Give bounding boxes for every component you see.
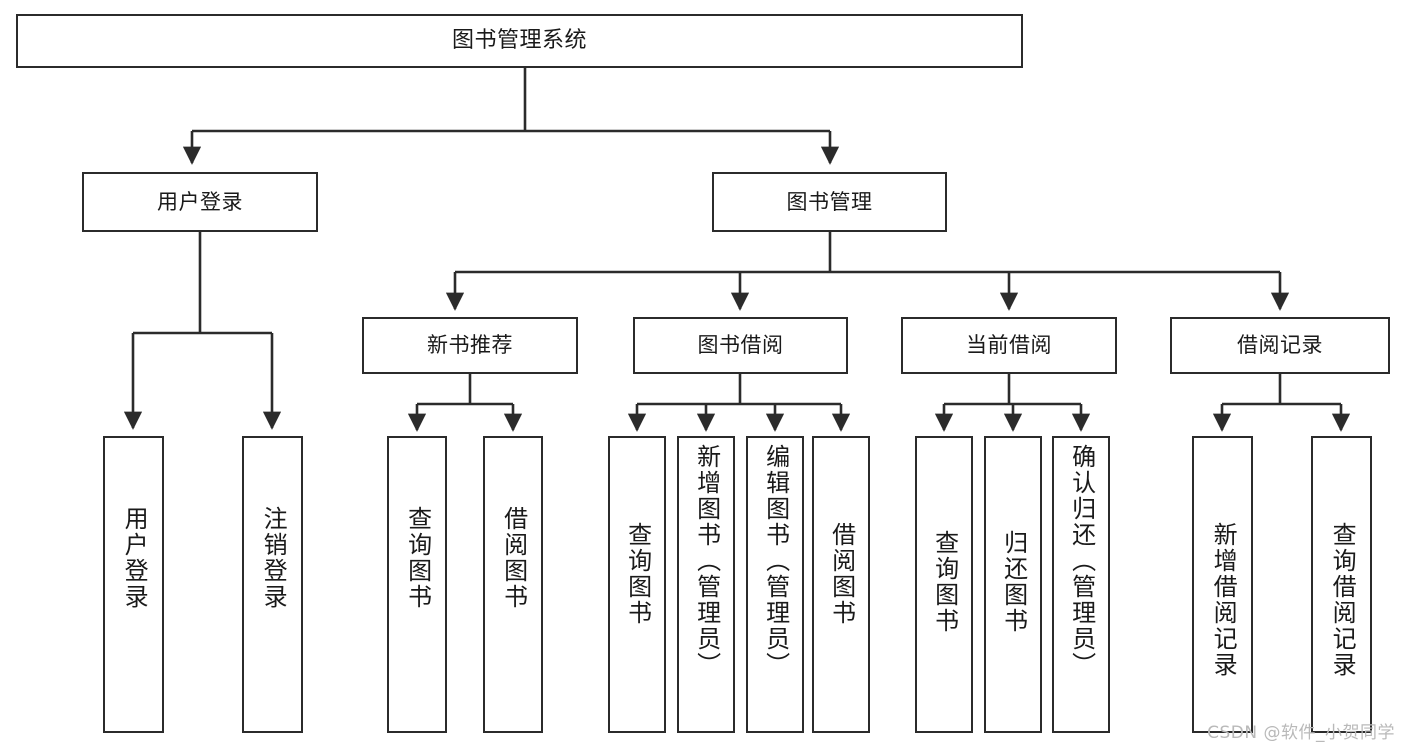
node-book-management[interactable]: 图书管理 xyxy=(712,172,947,232)
leaf-query-book-newbook-label: 查询图书 xyxy=(403,506,432,610)
node-book-borrow-label: 图书借阅 xyxy=(697,333,784,357)
leaf-add-book[interactable]: 新增图书（管理员） xyxy=(677,436,735,733)
leaf-query-current-book[interactable]: 查询图书 xyxy=(915,436,973,733)
csdn-watermark: CSDN @软件_小贺同学 xyxy=(1207,723,1395,743)
leaf-borrow-book-label: 借阅图书 xyxy=(827,522,856,626)
leaf-query-book-newbook[interactable]: 查询图书 xyxy=(387,436,447,733)
node-current-borrow-label: 当前借阅 xyxy=(966,333,1052,357)
node-book-management-label: 图书管理 xyxy=(786,189,873,214)
node-borrow-records-label: 借阅记录 xyxy=(1237,333,1323,357)
node-user-login[interactable]: 用户登录 xyxy=(82,172,318,232)
node-new-book-recommend-label: 新书推荐 xyxy=(427,333,513,357)
leaf-add-borrow-record-label: 新增借阅记录 xyxy=(1209,522,1238,678)
leaf-confirm-return[interactable]: 确认归还（管理员） xyxy=(1052,436,1110,733)
leaf-confirm-return-label: 确认归还（管理员） xyxy=(1067,444,1096,678)
leaf-return-book-label: 归还图书 xyxy=(999,530,1028,634)
node-book-borrow[interactable]: 图书借阅 xyxy=(633,317,848,374)
leaf-query-book-label: 查询图书 xyxy=(623,522,652,626)
leaf-borrow-book-newbook-label: 借阅图书 xyxy=(499,506,528,610)
node-new-book-recommend[interactable]: 新书推荐 xyxy=(362,317,578,374)
node-borrow-records[interactable]: 借阅记录 xyxy=(1170,317,1390,374)
leaf-query-borrow-record-label: 查询借阅记录 xyxy=(1328,522,1357,678)
node-root-label: 图书管理系统 xyxy=(451,28,587,53)
node-user-login-label: 用户登录 xyxy=(157,189,243,214)
leaf-logout[interactable]: 注销登录 xyxy=(242,436,303,733)
leaf-borrow-book[interactable]: 借阅图书 xyxy=(812,436,870,733)
node-root[interactable]: 图书管理系统 xyxy=(16,14,1023,68)
leaf-add-borrow-record[interactable]: 新增借阅记录 xyxy=(1192,436,1253,733)
leaf-edit-book-label: 编辑图书（管理员） xyxy=(761,444,790,678)
leaf-logout-label: 注销登录 xyxy=(259,506,288,610)
leaf-user-login-label: 用户登录 xyxy=(120,506,149,610)
node-current-borrow[interactable]: 当前借阅 xyxy=(901,317,1117,374)
leaf-query-borrow-record[interactable]: 查询借阅记录 xyxy=(1311,436,1372,733)
leaf-query-book[interactable]: 查询图书 xyxy=(608,436,666,733)
leaf-add-book-label: 新增图书（管理员） xyxy=(692,444,721,678)
leaf-borrow-book-newbook[interactable]: 借阅图书 xyxy=(483,436,543,733)
leaf-query-current-book-label: 查询图书 xyxy=(930,530,959,634)
leaf-edit-book[interactable]: 编辑图书（管理员） xyxy=(746,436,804,733)
leaf-return-book[interactable]: 归还图书 xyxy=(984,436,1042,733)
leaf-user-login[interactable]: 用户登录 xyxy=(103,436,164,733)
